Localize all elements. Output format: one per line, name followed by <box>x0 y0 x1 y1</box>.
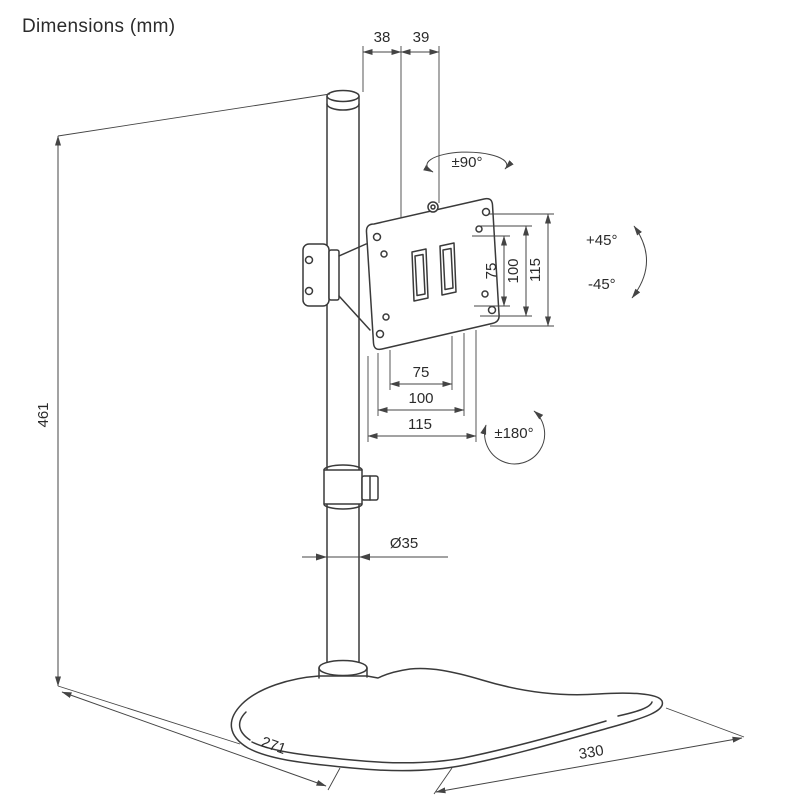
vesa-plate <box>365 197 500 351</box>
dim-label-39: 39 <box>413 29 430 46</box>
plate-knob <box>427 201 439 213</box>
rotate-annotation: ±180° <box>480 410 546 465</box>
rotate-label: ±180° <box>494 425 533 442</box>
pole-boss <box>318 659 368 677</box>
swivel-annotation: ±90° <box>423 151 514 173</box>
dim-height: 461 <box>35 93 331 745</box>
dim-base-width: 330 <box>433 707 745 795</box>
dim-label-v100: 100 <box>505 258 522 283</box>
page-title: Dimensions (mm) <box>22 16 176 37</box>
dim-label-diameter: Ø35 <box>390 535 418 552</box>
dim-label-461: 461 <box>35 402 52 427</box>
tilt-arrow-icon <box>631 225 647 299</box>
dim-label-330: 330 <box>577 742 605 763</box>
vesa-slots <box>411 242 457 302</box>
dim-label-h100: 100 <box>408 390 433 407</box>
dim-label-v115: 115 <box>527 258 544 282</box>
dim-label-38: 38 <box>374 29 391 46</box>
height-collar <box>323 464 379 510</box>
tilt-up-label: +45° <box>586 232 617 249</box>
vesa-holes <box>372 207 497 339</box>
dim-vesa-vertical: 75 100 115 <box>472 213 554 327</box>
dim-pole-diameter: Ø35 <box>302 535 448 561</box>
dim-top-offsets: 38 39 <box>362 29 440 218</box>
dim-label-h75: 75 <box>413 364 430 381</box>
tilt-annotation: +45° -45° <box>586 225 647 299</box>
stand-outline <box>230 89 664 772</box>
swivel-label: ±90° <box>452 154 483 171</box>
dim-label-v75: 75 <box>483 263 500 280</box>
dim-label-h115: 115 <box>408 416 432 433</box>
tilt-down-label: -45° <box>588 276 616 293</box>
swivel-arrow-icon <box>423 151 514 173</box>
pole <box>326 89 360 669</box>
pole-clamp <box>302 243 371 331</box>
rotate-arrow-icon <box>480 410 546 465</box>
dim-vesa-horizontal: 75 100 115 <box>367 330 477 442</box>
